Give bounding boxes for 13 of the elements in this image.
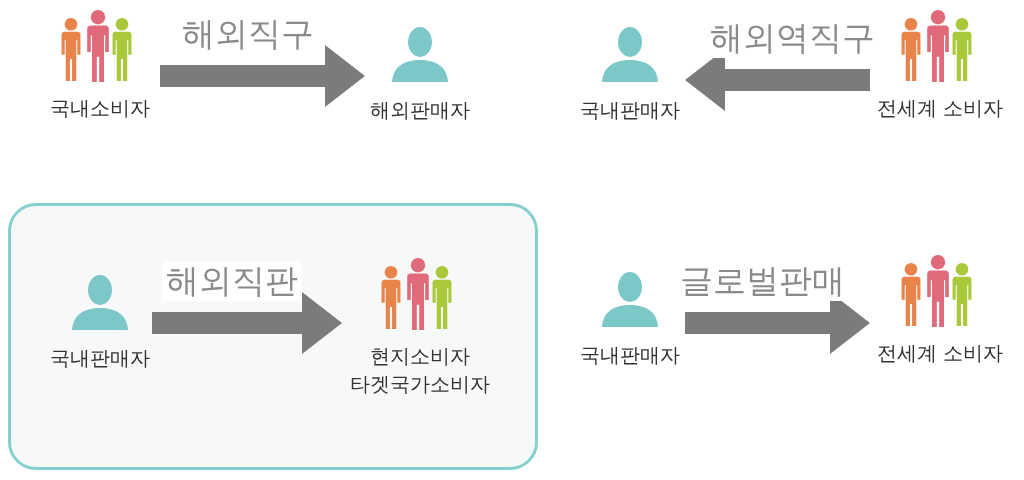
node-label: 해외판매자 (369, 97, 471, 124)
node-label: 전세계 소비자 (875, 95, 1005, 122)
node-label: 국내소비자 (49, 95, 151, 122)
node-label: 국내판매자 (579, 97, 681, 124)
arrow (160, 45, 365, 107)
edge-label: 해외직판 (162, 261, 302, 301)
node-label: 현지소비자 (369, 343, 471, 370)
arrow (152, 292, 342, 354)
node-label: 전세계 소비자 (875, 340, 1005, 367)
node-label: 국내판매자 (49, 345, 151, 372)
rounded-panel (8, 203, 538, 470)
node-label: 타겟국가소비자 (349, 371, 491, 398)
node-label: 국내판매자 (579, 342, 681, 369)
